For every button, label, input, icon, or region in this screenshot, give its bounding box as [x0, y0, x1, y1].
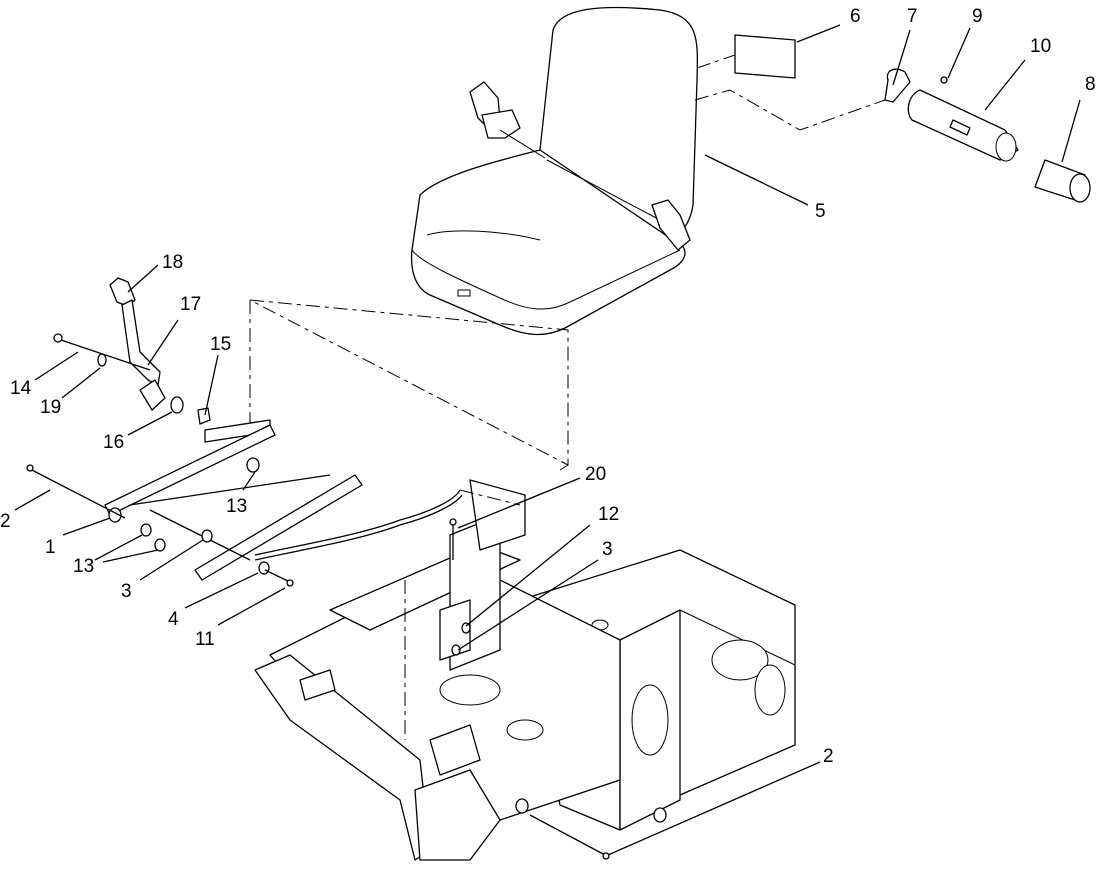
chassis-frame [254, 479, 796, 861]
callout-c15: 15 [210, 334, 231, 355]
callout-c12: 12 [598, 504, 619, 525]
callout-c13a: 13 [226, 496, 247, 517]
callout-c16: 16 [103, 432, 124, 453]
callout-c8: 8 [1085, 74, 1096, 95]
adjust-lever-group [53, 277, 211, 425]
callout-c2a: 2 [0, 511, 11, 532]
callout-c3b: 3 [602, 539, 613, 560]
seat-rail-frame [26, 419, 463, 587]
callout-c19: 19 [40, 397, 61, 418]
callout-c6: 6 [850, 6, 861, 27]
callout-c3a: 3 [121, 581, 132, 602]
callout-c20: 20 [585, 464, 606, 485]
callout-c2b: 2 [823, 746, 834, 767]
callout-c10: 10 [1030, 36, 1051, 57]
callout-c7: 7 [907, 6, 918, 27]
seat-assembly [410, 6, 699, 336]
alignment-guide [249, 299, 569, 466]
callout-labels: 6 7 9 10 8 5 18 17 15 14 19 16 13 2 1 13 3 4 11 20 12 3 2 [0, 6, 1096, 767]
callout-c14: 14 [10, 378, 32, 399]
callout-c13b: 13 [73, 556, 94, 577]
callout-c4: 4 [168, 609, 179, 630]
tube-assembly [694, 34, 1091, 203]
callout-c9: 9 [972, 6, 983, 27]
callout-c17: 17 [180, 294, 201, 315]
callout-c1: 1 [45, 537, 56, 558]
callout-c11: 11 [195, 629, 215, 650]
callout-c5: 5 [815, 201, 826, 222]
callout-c18: 18 [162, 252, 183, 273]
leader-lines [14, 24, 1081, 856]
